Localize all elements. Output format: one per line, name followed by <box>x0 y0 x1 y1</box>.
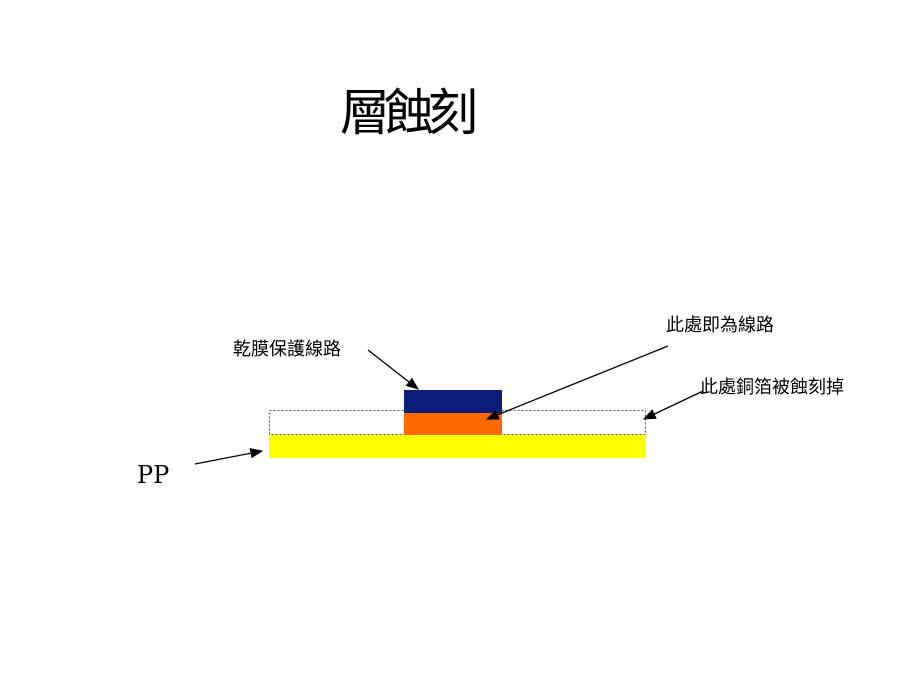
pp-label: PP <box>137 461 170 489</box>
pp-arrow <box>194 448 264 465</box>
dry-film-label: 乾膜保護線路 <box>233 339 341 360</box>
etched-copper-label: 此處銅箔被蝕刻掉 <box>700 377 844 398</box>
dry-film-arrow <box>367 349 420 390</box>
circuit-arrow <box>485 345 669 420</box>
etched-copper-arrow <box>642 390 704 420</box>
pp-layer <box>269 434 646 458</box>
dry-film <box>404 390 502 413</box>
slide-title: 層蝕刻 <box>340 84 478 142</box>
circuit-label: 此處即為線路 <box>666 315 774 336</box>
copper-circuit <box>404 412 502 435</box>
